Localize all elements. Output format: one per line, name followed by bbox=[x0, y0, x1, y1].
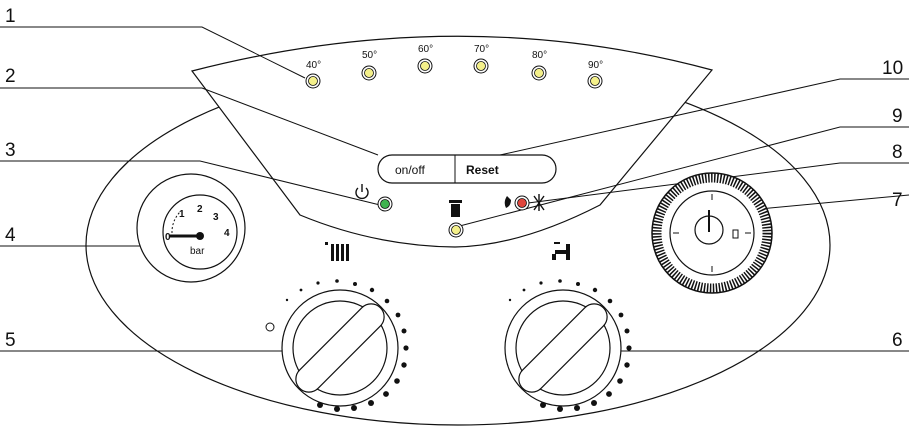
crossed-flame-icon bbox=[533, 194, 545, 211]
power-led-lens bbox=[380, 199, 390, 209]
callout-2: 2 bbox=[5, 66, 16, 87]
gauge-tick-2: 2 bbox=[197, 204, 203, 215]
callout-5: 5 bbox=[5, 330, 16, 351]
callout-lines bbox=[0, 26, 909, 352]
button-pill bbox=[377, 154, 557, 184]
pressure-gauge: 0 1 2 3 4 bar bbox=[136, 173, 246, 283]
temp-label-80: 80° bbox=[532, 50, 547, 61]
heating-knob-grip bbox=[295, 303, 385, 393]
timer-clock bbox=[651, 172, 773, 294]
gauge-tick-3: 3 bbox=[213, 212, 219, 223]
timer-marker bbox=[732, 229, 739, 239]
hot-water-knob-grip bbox=[518, 303, 608, 393]
temp-led-60-lens bbox=[420, 61, 430, 71]
timer-ring bbox=[652, 173, 772, 293]
temp-led-40-lens bbox=[308, 76, 318, 86]
heating-knob[interactable] bbox=[265, 279, 409, 412]
gauge-tick-1: 1 bbox=[179, 209, 185, 220]
temp-label-70: 70° bbox=[474, 44, 489, 55]
temp-label-90: 90° bbox=[588, 60, 603, 71]
callout-9: 9 bbox=[892, 106, 903, 127]
onoff-button[interactable]: on/off bbox=[395, 163, 425, 177]
gauge-arc bbox=[171, 211, 181, 234]
flame-led-lens bbox=[517, 198, 527, 208]
heating-off-mark bbox=[265, 322, 275, 332]
power-icon bbox=[355, 184, 369, 200]
tap-icon bbox=[552, 242, 570, 260]
temp-led-80-lens bbox=[534, 68, 544, 78]
gauge-unit: bar bbox=[190, 246, 205, 257]
gauge-hub bbox=[196, 232, 204, 240]
callout-6: 6 bbox=[892, 330, 903, 351]
button-group: on/off Reset bbox=[377, 154, 557, 184]
temp-label-40: 40° bbox=[306, 60, 321, 71]
temp-led-90-lens bbox=[590, 76, 600, 86]
callout-1: 1 bbox=[5, 6, 16, 27]
temp-led-50-lens bbox=[364, 68, 374, 78]
temperature-leds: 40° 50° 60° 70° 80° 90° bbox=[305, 44, 603, 89]
radiator-icon bbox=[325, 242, 349, 261]
gauge-tick-0: 0 bbox=[165, 232, 171, 243]
gauge-tick-4: 4 bbox=[224, 228, 230, 239]
reset-button[interactable]: Reset bbox=[466, 163, 499, 177]
temp-led-70-lens bbox=[476, 61, 486, 71]
flame-icon bbox=[504, 196, 511, 208]
callout-8: 8 bbox=[892, 142, 903, 163]
callout-7: 7 bbox=[892, 190, 903, 211]
temp-label-50: 50° bbox=[362, 50, 377, 61]
callout-4: 4 bbox=[5, 225, 16, 246]
heating-scale-dots bbox=[285, 279, 409, 412]
callout-3: 3 bbox=[5, 140, 16, 161]
timer-dial-ticks bbox=[673, 194, 751, 272]
chimney-icon bbox=[449, 200, 462, 217]
callout-10: 10 bbox=[882, 58, 903, 79]
hot-water-knob[interactable] bbox=[504, 279, 632, 412]
hot-water-scale-dots bbox=[508, 279, 632, 412]
temp-label-60: 60° bbox=[418, 44, 433, 55]
chimney-led-lens bbox=[451, 225, 461, 235]
